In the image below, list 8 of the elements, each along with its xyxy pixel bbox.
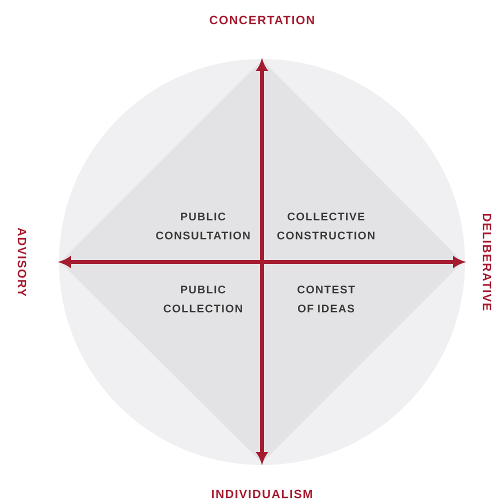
quadrant-label: PUBLIC CONSULTATION	[156, 212, 250, 240]
axis-label: ADVISORY	[18, 228, 26, 296]
axis-label: DELIBERATIVE	[482, 214, 492, 310]
quadrant-label: COLLECTIVE CONSTRUCTION	[277, 212, 374, 240]
quadrant-label: PUBLIC COLLECTION	[164, 286, 242, 312]
axis-label: INDIVIDUALISM	[212, 490, 312, 498]
axis-label: CONCERTATION	[210, 16, 314, 24]
quadrant-label: CONTEST OF IDEAS	[298, 286, 355, 312]
